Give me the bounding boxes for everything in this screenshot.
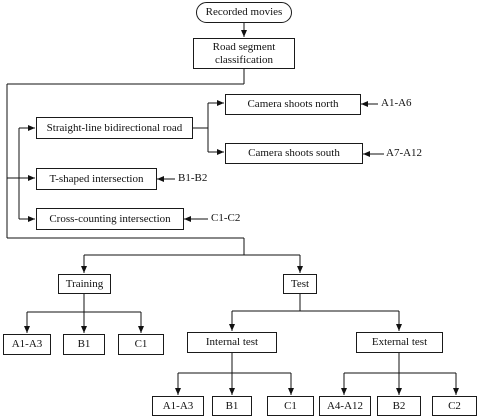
node-training-a: A1-A3 [3, 334, 51, 355]
node-internal-b: B1 [212, 396, 252, 416]
node-road-seg-line1: Road segment [212, 40, 276, 53]
node-training: Training [58, 274, 111, 294]
node-camera-south: Camera shoots south [225, 143, 363, 164]
label-cross-ids: C1-C2 [211, 212, 241, 224]
label-t-ids: B1-B2 [178, 172, 208, 184]
node-cross-counting: Cross-counting intersection [36, 208, 184, 230]
node-road-segment-classification: Road segment classification [193, 38, 295, 69]
node-external-b: B2 [377, 396, 421, 416]
node-t-shaped: T-shaped intersection [36, 168, 157, 190]
node-internal-test: Internal test [187, 332, 277, 353]
node-external-test: External test [356, 332, 443, 353]
node-test: Test [283, 274, 317, 294]
node-recorded-movies: Recorded movies [196, 2, 292, 23]
node-internal-a: A1-A3 [152, 396, 204, 416]
label-north-ids: A1-A6 [381, 97, 412, 109]
node-training-c: C1 [118, 334, 164, 355]
label-south-ids: A7-A12 [386, 147, 423, 159]
node-road-seg-line2: classification [214, 53, 274, 66]
node-external-c: C2 [432, 396, 477, 416]
node-internal-c: C1 [267, 396, 314, 416]
node-external-a: A4-A12 [319, 396, 371, 416]
node-straight-road: Straight-line bidirectional road [36, 117, 193, 139]
node-training-b: B1 [63, 334, 105, 355]
node-camera-north: Camera shoots north [225, 94, 361, 115]
